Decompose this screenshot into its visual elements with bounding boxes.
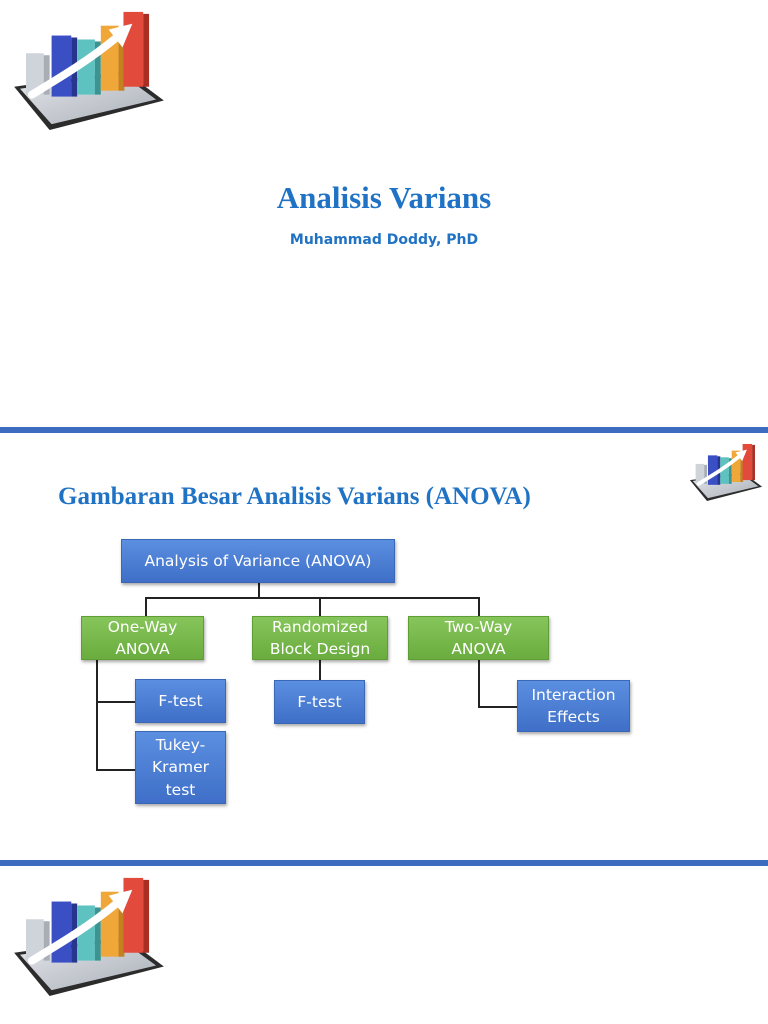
connector-line bbox=[145, 597, 147, 617]
connector-line bbox=[258, 582, 260, 598]
presentation-title: Analisis Varians bbox=[276, 180, 492, 215]
next-slide-partial bbox=[0, 866, 768, 1024]
overview-slide: Gambaran Besar Analisis Varians (ANOVA) … bbox=[0, 433, 768, 860]
title-slide: Analisis Varians Muhammad Doddy, PhD bbox=[0, 0, 768, 427]
author-name: Muhammad Doddy, PhD bbox=[289, 232, 479, 248]
connector-line bbox=[96, 701, 136, 703]
connector-line bbox=[319, 597, 321, 617]
two-way-anova-node: Two-Way ANOVA bbox=[408, 616, 549, 660]
randomized-f-test-node: F-test bbox=[274, 680, 365, 724]
bar-chart-growth-logo-icon bbox=[688, 441, 764, 503]
connector-line bbox=[478, 597, 480, 617]
connector-line bbox=[145, 597, 480, 599]
connector-line bbox=[319, 659, 321, 681]
bar-chart-growth-logo-icon bbox=[8, 872, 170, 1000]
connector-line bbox=[478, 706, 518, 708]
connector-line bbox=[478, 659, 480, 707]
one-way-f-test-node: F-test bbox=[135, 679, 226, 723]
randomized-block-design-node: Randomized Block Design bbox=[252, 616, 388, 660]
slide-title: Gambaran Besar Analisis Varians (ANOVA) bbox=[58, 483, 531, 510]
one-way-anova-node: One-Way ANOVA bbox=[81, 616, 204, 660]
connector-line bbox=[96, 659, 98, 770]
connector-line bbox=[96, 769, 136, 771]
interaction-effects-node: Interaction Effects bbox=[517, 680, 630, 732]
slide-separator bbox=[0, 427, 768, 433]
anova-root-node: Analysis of Variance (ANOVA) bbox=[121, 539, 395, 583]
bar-chart-growth-logo-icon bbox=[8, 6, 170, 134]
tukey-kramer-test-node: Tukey- Kramer test bbox=[135, 731, 226, 804]
slide-separator bbox=[0, 860, 768, 866]
